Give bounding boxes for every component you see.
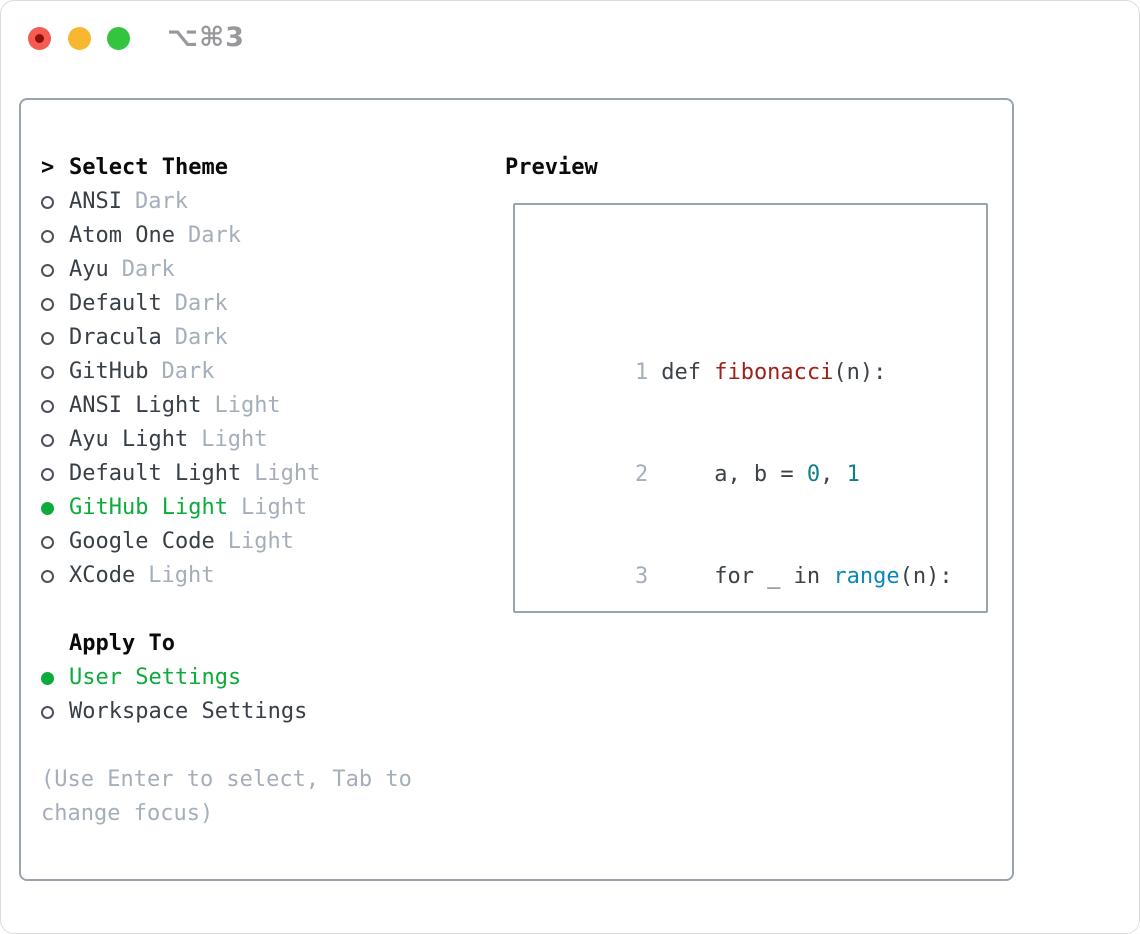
apply-option-workspace-settings[interactable]: Workspace Settings (41, 695, 481, 729)
select-theme-heading: > Select Theme (41, 151, 481, 185)
theme-option-dracula-dark[interactable]: Dracula Dark (41, 321, 481, 355)
theme-option-ayu-light[interactable]: Ayu Light Light (41, 423, 481, 457)
radio-icon (41, 195, 54, 209)
radio-selected-icon (41, 501, 54, 515)
builtin-token: range (833, 564, 900, 589)
number-token: 0 (806, 462, 821, 487)
theme-option-xcode[interactable]: XCode Light (41, 559, 481, 593)
theme-option-github-dark[interactable]: GitHub Dark (41, 355, 481, 389)
apply-option-user-settings[interactable]: User Settings (41, 661, 481, 695)
radio-icon (41, 569, 54, 583)
theme-option-ansi-dark[interactable]: ANSI Dark (41, 185, 481, 219)
apply-to-heading: Apply To (41, 627, 481, 661)
line-number: 1 (634, 360, 649, 385)
select-theme-heading-label: Select Theme (69, 155, 228, 180)
theme-option-default-dark[interactable]: Default Dark (41, 287, 481, 321)
theme-option-default-light[interactable]: Default Light Light (41, 457, 481, 491)
radio-icon (41, 365, 54, 379)
cursor-prompt-icon: > (41, 155, 55, 180)
code-line: 3 for _ in range(n): (529, 526, 972, 589)
function-name-token: fibonacci (714, 360, 834, 385)
zoom-button[interactable] (107, 27, 130, 50)
close-button[interactable] (28, 27, 51, 50)
number-token: 1 (846, 462, 860, 487)
theme-dialog: > Select Theme ANSI Dark Atom One Dark A… (19, 98, 1014, 881)
radio-icon (41, 229, 54, 243)
apply-to-heading-label: Apply To (69, 631, 175, 656)
radio-selected-icon (41, 671, 54, 685)
minimize-button[interactable] (68, 27, 91, 50)
radio-icon (41, 705, 54, 719)
theme-list: > Select Theme ANSI Dark Atom One Dark A… (41, 151, 481, 831)
theme-option-ayu-dark[interactable]: Ayu Dark (41, 253, 481, 287)
line-number: 3 (634, 564, 649, 589)
code-line: 2 a, b = 0, 1 (529, 424, 972, 487)
radio-icon (41, 433, 54, 447)
preview-heading: Preview (505, 155, 598, 180)
line-number: 2 (634, 462, 649, 487)
window-shortcut-label: ⌥⌘3 (167, 22, 245, 53)
radio-icon (41, 331, 54, 345)
theme-option-atom-one-dark[interactable]: Atom One Dark (41, 219, 481, 253)
radio-icon (41, 467, 54, 481)
theme-option-github-light[interactable]: GitHub Light Light (41, 491, 481, 525)
radio-icon (41, 297, 54, 311)
radio-icon (41, 535, 54, 549)
close-dot-icon (35, 34, 44, 43)
keyboard-hint: (Use Enter to select, Tab to change focu… (41, 767, 412, 826)
theme-option-ansi-light[interactable]: ANSI Light Light (41, 389, 481, 423)
titlebar: ⌥⌘3 (1, 1, 1139, 76)
theme-option-google-code[interactable]: Google Code Light (41, 525, 481, 559)
radio-icon (41, 263, 54, 277)
radio-icon (41, 399, 54, 413)
